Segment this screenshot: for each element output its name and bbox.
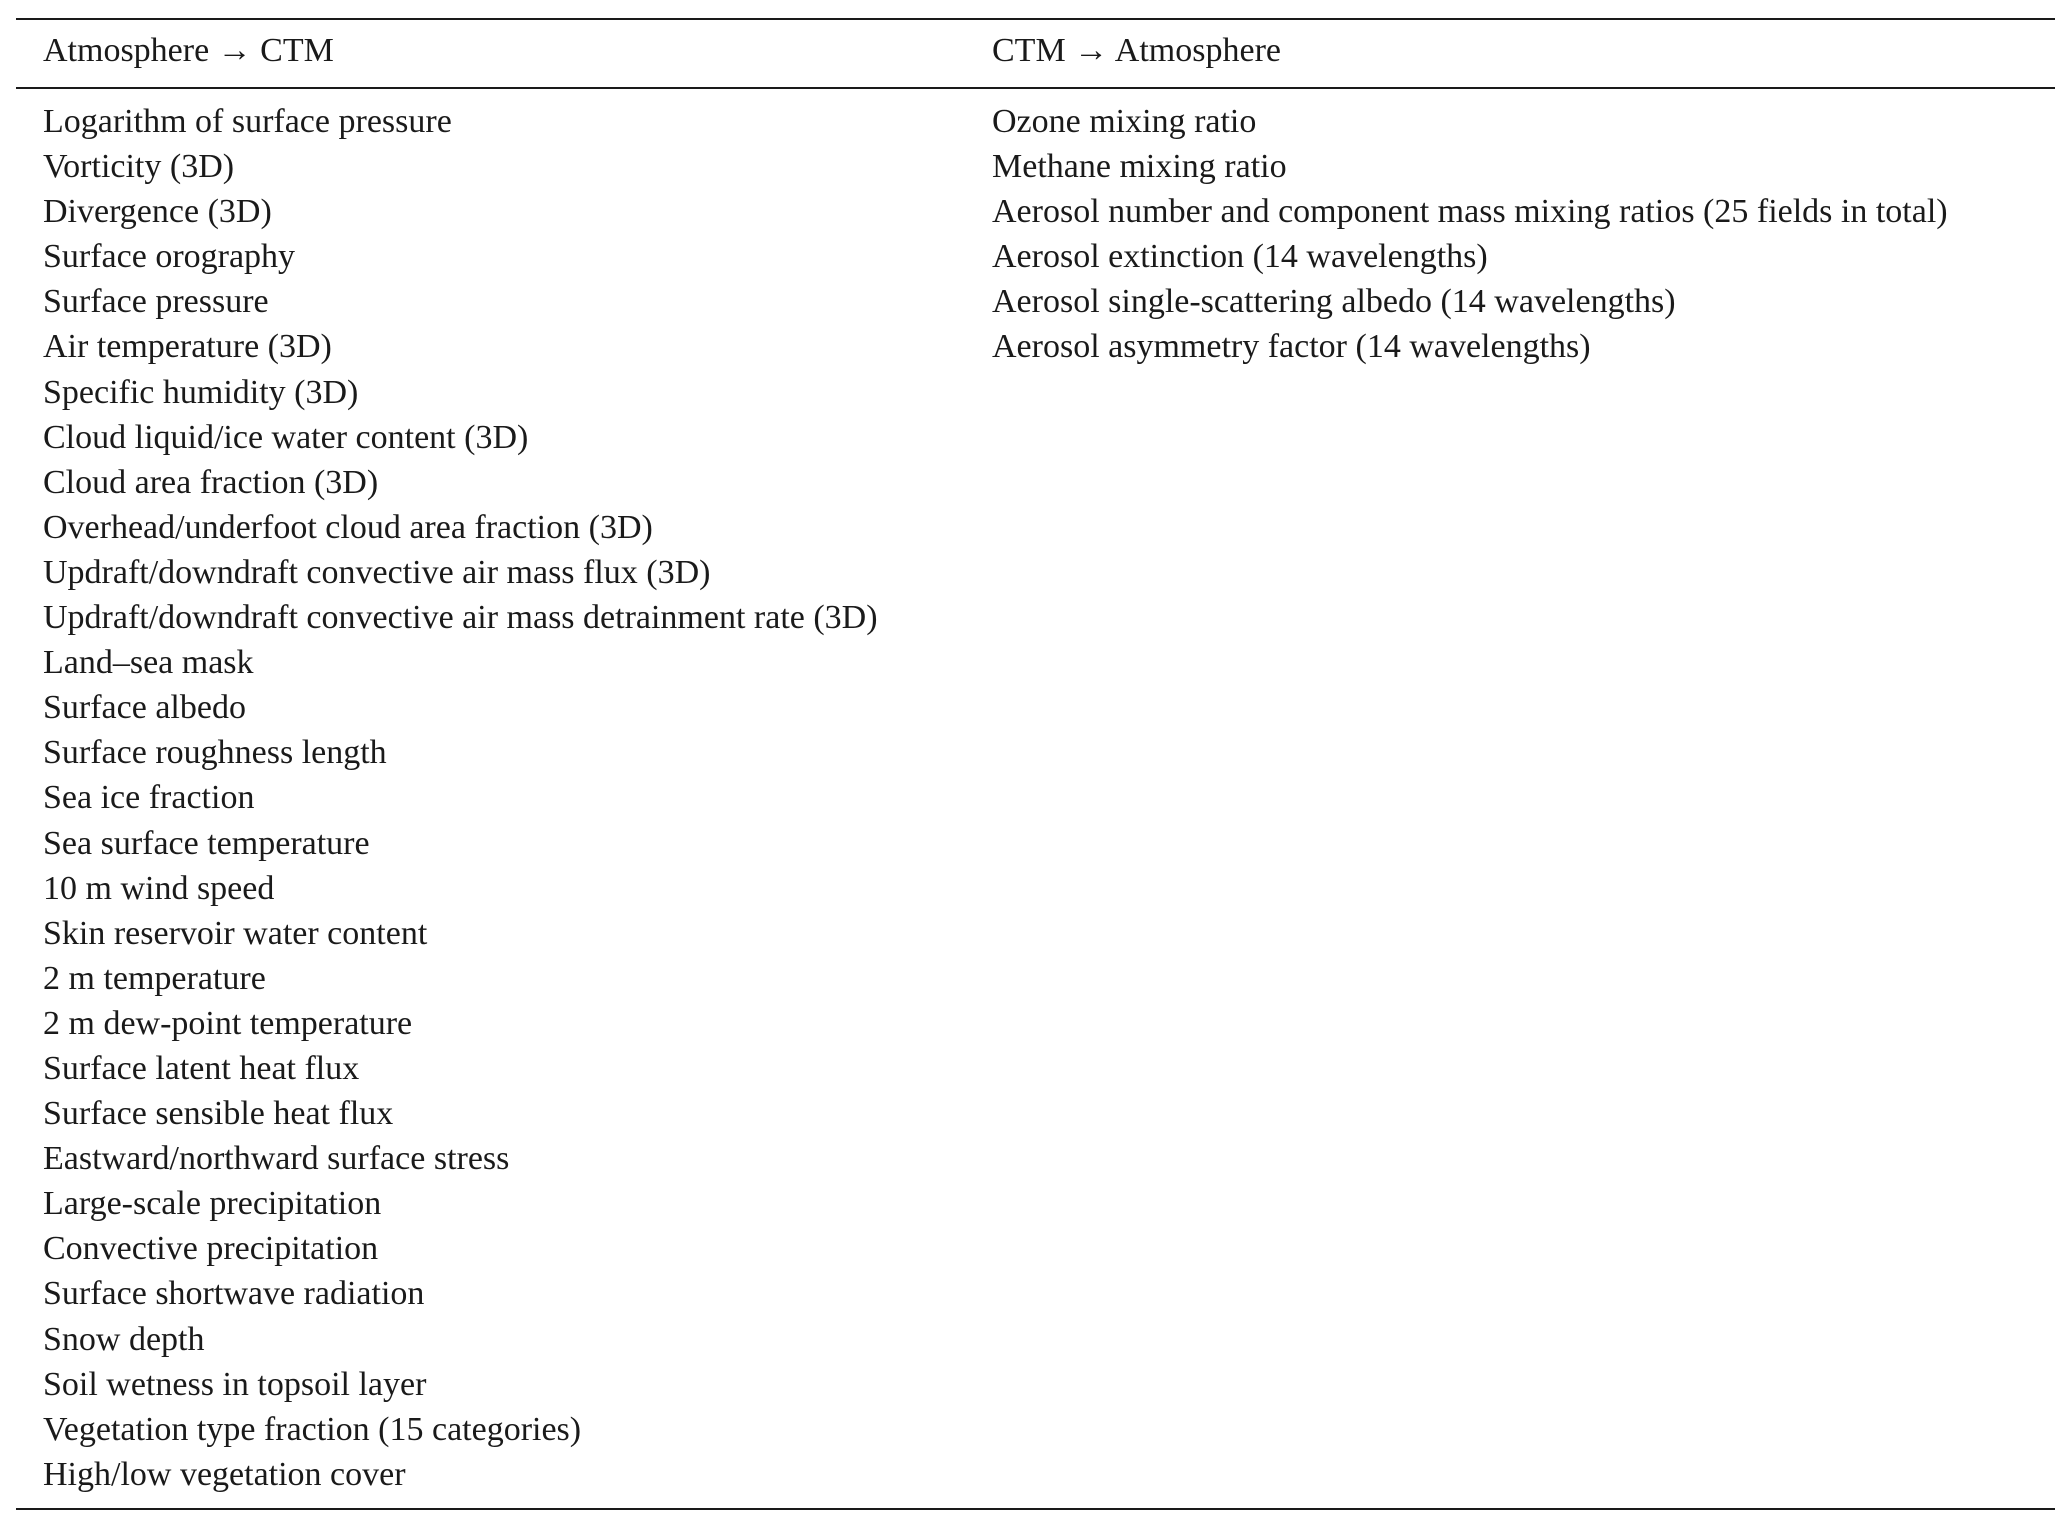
ctm-to-atmosphere-field: Aerosol number and component mass mixing… [992, 193, 1948, 231]
atmosphere-to-ctm-field: Air temperature (3D) [43, 328, 332, 366]
atmosphere-to-ctm-field: Surface albedo [43, 689, 246, 727]
atmosphere-to-ctm-field: Specific humidity (3D) [43, 373, 359, 411]
atmosphere-to-ctm-field: Surface latent heat flux [43, 1049, 360, 1087]
atmosphere-to-ctm-field: Overhead/underfoot cloud area fraction (… [43, 508, 653, 546]
table-top-rule [16, 18, 2055, 20]
atmosphere-to-ctm-field: 2 m dew-point temperature [43, 1004, 413, 1042]
atmosphere-to-ctm-field: Updraft/downdraft convective air mass fl… [43, 553, 711, 591]
atmosphere-to-ctm-field: Updraft/downdraft convective air mass de… [43, 599, 878, 637]
atmosphere-to-ctm-field: 2 m temperature [43, 959, 266, 997]
atmosphere-to-ctm-field: Soil wetness in topsoil layer [43, 1365, 427, 1403]
atmosphere-to-ctm-field: Surface orography [43, 238, 296, 276]
atmosphere-to-ctm-field: 10 m wind speed [43, 869, 275, 907]
atmosphere-to-ctm-field: Sea surface temperature [43, 824, 370, 862]
atmosphere-to-ctm-field: Sea ice fraction [43, 779, 255, 817]
atmosphere-to-ctm-field: Surface roughness length [43, 734, 387, 772]
atmosphere-to-ctm-field: Vorticity (3D) [43, 148, 235, 186]
ctm-to-atmosphere-field: Ozone mixing ratio [992, 103, 1257, 140]
header-ctm-to-atmosphere: CTM → Atmosphere [992, 32, 1281, 69]
atmosphere-to-ctm-field: Vegetation type fraction (15 categories) [43, 1410, 582, 1448]
atmosphere-to-ctm-field: Surface pressure [43, 283, 269, 321]
atmosphere-to-ctm-field: Logarithm of surface pressure [43, 103, 452, 140]
atmosphere-to-ctm-field: Snow depth [43, 1320, 205, 1358]
ctm-to-atmosphere-field: Aerosol asymmetry factor (14 wavelengths… [992, 328, 1591, 366]
atmosphere-to-ctm-field: High/low vegetation cover [43, 1455, 406, 1493]
atmosphere-to-ctm-field: Surface sensible heat flux [43, 1095, 394, 1133]
table-header-rule [16, 87, 2055, 89]
ctm-to-atmosphere-field: Aerosol extinction (14 wavelengths) [992, 238, 1488, 276]
atmosphere-to-ctm-field: Skin reservoir water content [43, 914, 428, 952]
atmosphere-to-ctm-field: Land–sea mask [43, 644, 254, 682]
atmosphere-to-ctm-field: Divergence (3D) [43, 193, 272, 231]
atmosphere-to-ctm-field: Convective precipitation [43, 1230, 379, 1268]
ctm-to-atmosphere-field: Methane mixing ratio [992, 148, 1287, 186]
atmosphere-to-ctm-field: Cloud liquid/ice water content (3D) [43, 418, 529, 456]
atmosphere-to-ctm-field: Cloud area fraction (3D) [43, 463, 379, 501]
ctm-to-atmosphere-field: Aerosol single-scattering albedo (14 wav… [992, 283, 1676, 321]
header-atmosphere-to-ctm: Atmosphere → CTM [43, 32, 334, 69]
atmosphere-to-ctm-field: Eastward/northward surface stress [43, 1140, 510, 1178]
atmosphere-to-ctm-field: Large-scale precipitation [43, 1185, 382, 1223]
table-bottom-rule [16, 1508, 2055, 1510]
atmosphere-to-ctm-field: Surface shortwave radiation [43, 1275, 425, 1313]
